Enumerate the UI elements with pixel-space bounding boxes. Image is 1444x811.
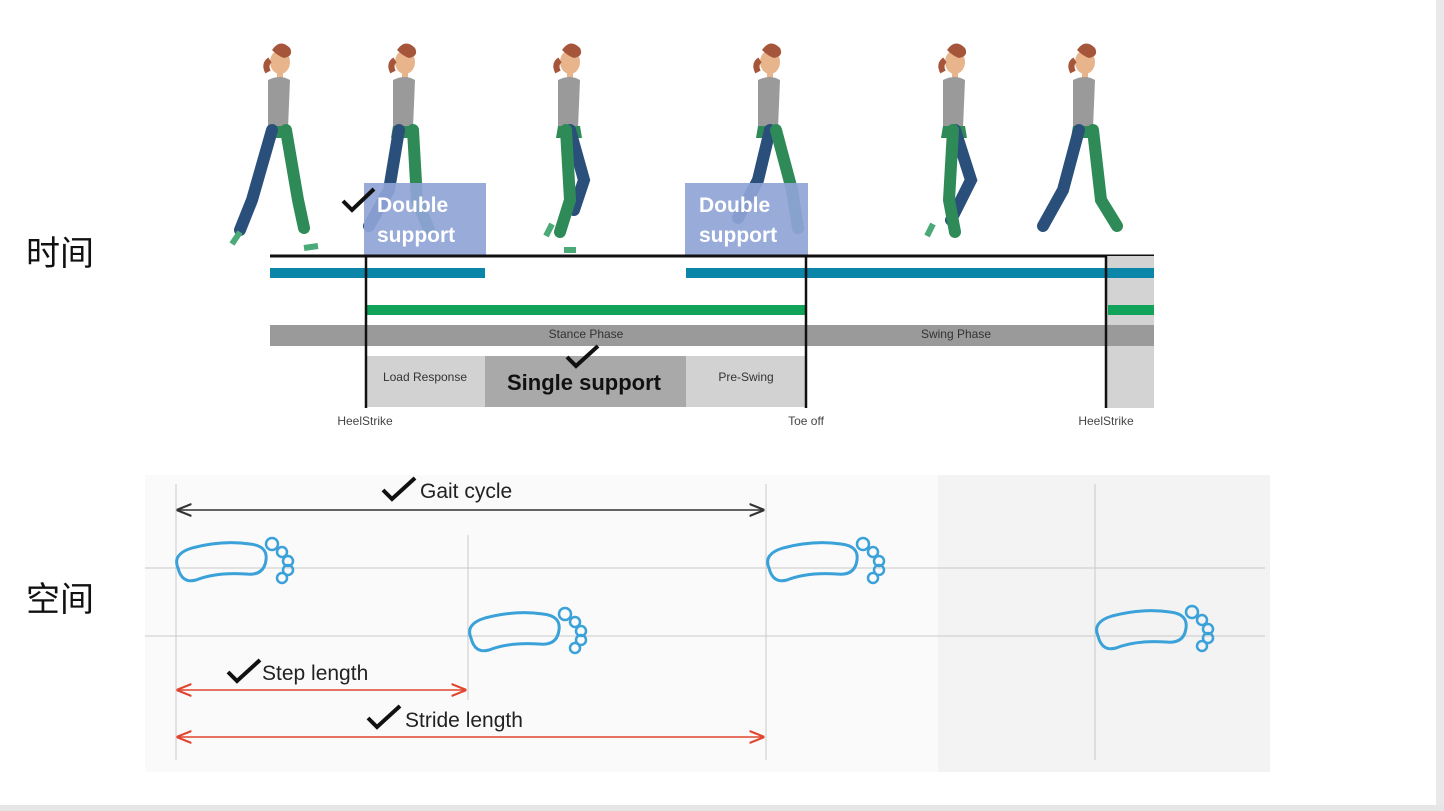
swing-phase-label: Swing Phase bbox=[921, 327, 991, 341]
check-icon-stride-length bbox=[366, 704, 402, 730]
double-support-box-2 bbox=[685, 183, 808, 256]
single-support-box bbox=[485, 356, 687, 407]
load-response-label: Load Response bbox=[383, 370, 467, 384]
teal-bar-2 bbox=[686, 268, 1154, 278]
green-bar-1 bbox=[366, 305, 806, 315]
check-icon-double-support bbox=[341, 187, 376, 213]
check-icon-single-support bbox=[565, 344, 600, 369]
heelstrike-label-1: HeelStrike bbox=[337, 414, 393, 428]
time-label: 时间 bbox=[26, 234, 94, 274]
green-bar-2 bbox=[1108, 305, 1154, 315]
space-label: 空间 bbox=[26, 580, 94, 620]
walker-1 bbox=[229, 43, 319, 251]
phase-bar bbox=[270, 325, 1154, 346]
teal-bar-1 bbox=[270, 268, 485, 278]
stride-length-label: Stride length bbox=[405, 709, 523, 732]
walker-6 bbox=[1037, 43, 1123, 232]
check-icon-gait-cycle bbox=[381, 476, 417, 502]
walker-5 bbox=[924, 43, 978, 238]
double-support-1-line2: support bbox=[377, 224, 455, 247]
pre-swing-label: Pre-Swing bbox=[718, 370, 773, 384]
heelstrike-label-2: HeelStrike bbox=[1078, 414, 1134, 428]
stance-phase-label: Stance Phase bbox=[549, 327, 624, 341]
vertical-scrollbar[interactable] bbox=[1436, 0, 1444, 811]
single-support-label: Single support bbox=[507, 370, 662, 395]
walker-3 bbox=[543, 43, 591, 253]
double-support-2-line2: support bbox=[699, 224, 777, 247]
load-response-box bbox=[366, 356, 486, 407]
bottom-edge bbox=[0, 805, 1444, 811]
check-icon-step-length bbox=[226, 658, 262, 684]
pre-swing-box bbox=[686, 356, 806, 407]
double-support-box-1 bbox=[364, 183, 486, 256]
space-panel-shade bbox=[938, 475, 1270, 772]
space-gridlines bbox=[145, 484, 1265, 760]
double-support-2-line1: Double bbox=[699, 194, 770, 217]
toe-off-label: Toe off bbox=[788, 414, 824, 428]
step-length-label: Step length bbox=[262, 662, 368, 685]
gait-cycle-label: Gait cycle bbox=[420, 480, 512, 503]
double-support-1-line1: Double bbox=[377, 194, 448, 217]
